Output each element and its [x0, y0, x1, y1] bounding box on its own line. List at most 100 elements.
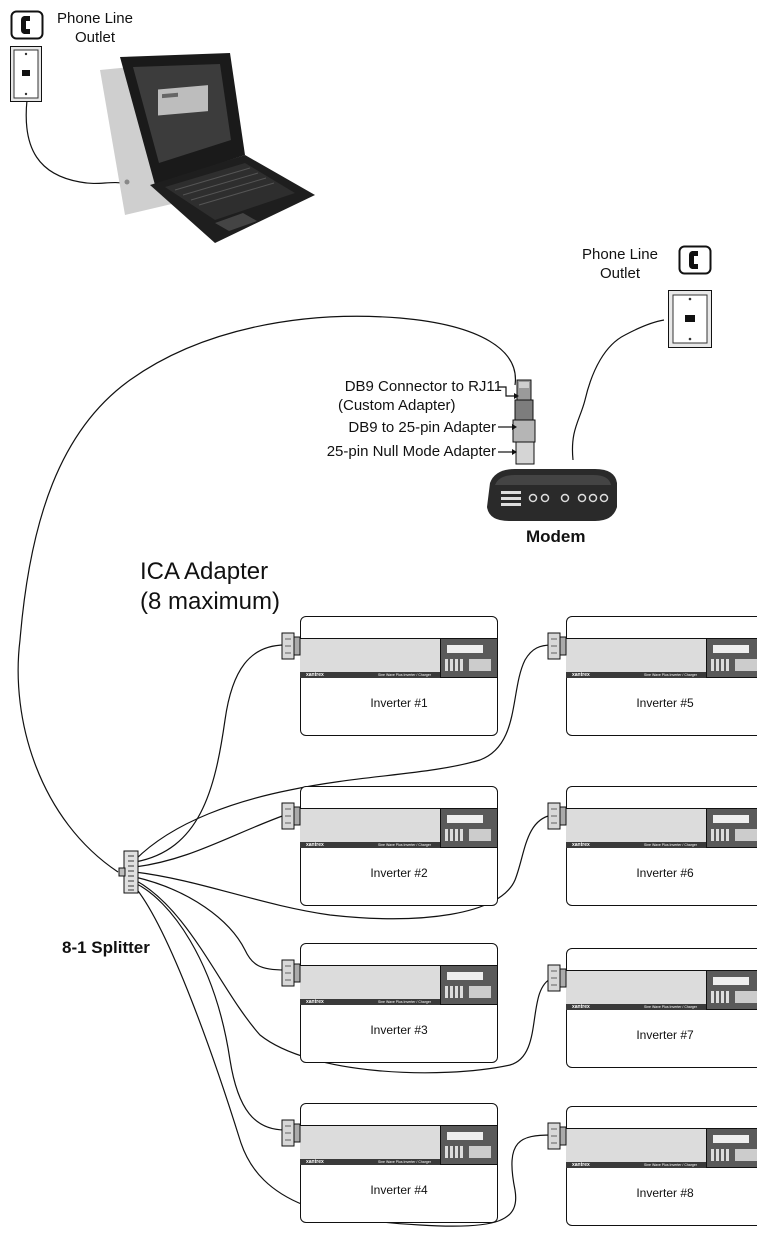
- cable-inv2: [134, 814, 286, 868]
- inverter-label: Inverter #7: [636, 1028, 694, 1042]
- inverter-strip: [566, 672, 757, 678]
- inverter-2: xantrex Sine Wave Plus Inverter / Charge…: [281, 786, 498, 906]
- inverter-keypad-2: [735, 1149, 757, 1161]
- ica-label: ICA Adapter (8 maximum): [140, 557, 280, 617]
- inverter-display: [713, 1135, 749, 1143]
- inverter-keypad: [711, 829, 731, 841]
- phone-jack-icon: [668, 290, 712, 348]
- phone-jack-top: [10, 46, 42, 102]
- outlet-label-right: Phone Line Outlet: [572, 245, 668, 283]
- inverter-keypad: [445, 1146, 465, 1158]
- inverter-label: Inverter #1: [370, 696, 428, 710]
- adapter-label-25pin: DB9 to 25-pin Adapter: [348, 419, 496, 436]
- inverter-4: xantrex Sine Wave Plus Inverter / Charge…: [281, 1103, 498, 1223]
- inverter-brand: xantrex: [306, 1159, 324, 1165]
- inverter-keypad: [445, 986, 465, 998]
- phone-cable-modem: [571, 319, 665, 461]
- db-connector-icon: [281, 802, 301, 830]
- inverter-control-panel: [706, 808, 757, 848]
- inverter-model: Sine Wave Plus Inverter / Charger: [644, 1005, 697, 1009]
- inverter-3: xantrex Sine Wave Plus Inverter / Charge…: [281, 943, 498, 1063]
- inverter-keypad-2: [735, 829, 757, 841]
- inverter-model: Sine Wave Plus Inverter / Charger: [378, 673, 431, 677]
- phone-cable-laptop: [25, 99, 129, 185]
- adapter-label-rj11: DB9 Connector to RJ11 (Custom Adapter): [330, 377, 502, 415]
- inverter-brand: xantrex: [306, 999, 324, 1005]
- inverter-brand: xantrex: [306, 842, 324, 848]
- adapter-label-rj11-line1: DB9 Connector to RJ11: [344, 378, 502, 395]
- splitter-icon: [118, 850, 139, 894]
- inverter-control-panel: [440, 1125, 498, 1165]
- inverter-model: Sine Wave Plus Inverter / Charger: [378, 1000, 431, 1004]
- inverter-strip: [300, 672, 498, 678]
- outlet-label-right-line1: Phone Line: [582, 246, 658, 263]
- inverter-strip: [566, 1162, 757, 1168]
- inverter-keypad-2: [735, 991, 757, 1003]
- db-connector-icon: [547, 1122, 567, 1150]
- adapter-arrows: [498, 386, 519, 455]
- phone-icon-top: [10, 10, 44, 40]
- ica-cable: [17, 315, 516, 873]
- inverter-control-panel: [706, 970, 757, 1010]
- inverter-keypad: [711, 1149, 731, 1161]
- inverter-display: [713, 645, 749, 653]
- inverter-keypad-2: [469, 659, 491, 671]
- inverter-keypad-2: [469, 986, 491, 998]
- modem-label: Modem: [526, 527, 586, 546]
- inverter-control-panel: [440, 965, 498, 1005]
- inverter-model: Sine Wave Plus Inverter / Charger: [644, 1163, 697, 1167]
- ica-label-line2: (8 maximum): [140, 588, 281, 615]
- splitter: [118, 850, 140, 894]
- inverter-label: Inverter #5: [636, 696, 694, 710]
- inverter-control-panel: [706, 638, 757, 678]
- db-connector-icon: [547, 802, 567, 830]
- db-connector-icon: [281, 632, 301, 660]
- phone-handset-icon: [678, 245, 712, 275]
- inverter-1: xantrex Sine Wave Plus Inverter / Charge…: [281, 616, 498, 736]
- db-connector-icon: [281, 959, 301, 987]
- outlet-label-top-line1: Phone Line: [57, 10, 133, 27]
- inverter-brand: xantrex: [572, 672, 590, 678]
- inverter-keypad-2: [469, 829, 491, 841]
- phone-icon-right: [678, 245, 712, 275]
- inverter-display: [713, 977, 749, 985]
- inverter-model: Sine Wave Plus Inverter / Charger: [644, 673, 697, 677]
- inverter-6: xantrex Sine Wave Plus Inverter / Charge…: [547, 786, 757, 906]
- inverter-brand: xantrex: [306, 672, 324, 678]
- db-connector-icon: [547, 632, 567, 660]
- inverter-label: Inverter #6: [636, 866, 694, 880]
- inverter-strip: [566, 842, 757, 848]
- adapter-label-nullmode: 25-pin Null Mode Adapter: [326, 443, 496, 460]
- inverter-control-panel: [440, 808, 498, 848]
- cable-inv6: [134, 814, 553, 920]
- inverter-brand: xantrex: [572, 842, 590, 848]
- inverter-brand: xantrex: [572, 1004, 590, 1010]
- inverter-model: Sine Wave Plus Inverter / Charger: [644, 843, 697, 847]
- inverter-display: [447, 815, 483, 823]
- phone-jack-icon: [10, 46, 42, 102]
- inverter-brand: xantrex: [572, 1162, 590, 1168]
- inverter-label: Inverter #3: [370, 1023, 428, 1037]
- splitter-label: 8-1 Splitter: [62, 938, 150, 957]
- cable-inv7: [134, 879, 553, 1074]
- ica-label-line1: ICA Adapter: [140, 558, 269, 585]
- inverter-display: [447, 972, 483, 980]
- inverter-strip: [300, 842, 498, 848]
- laptop-icon: [100, 53, 315, 243]
- inverter-7: xantrex Sine Wave Plus Inverter / Charge…: [547, 948, 757, 1068]
- laptop: [95, 45, 315, 245]
- modem: [485, 465, 620, 523]
- inverter-strip: [566, 1004, 757, 1010]
- db-connector-icon: [547, 964, 567, 992]
- inverter-8: xantrex Sine Wave Plus Inverter / Charge…: [547, 1106, 757, 1226]
- inverter-5: xantrex Sine Wave Plus Inverter / Charge…: [547, 616, 757, 736]
- inverter-label: Inverter #8: [636, 1186, 694, 1200]
- inverter-keypad: [445, 829, 465, 841]
- inverter-keypad-2: [735, 659, 757, 671]
- inverter-display: [447, 645, 483, 653]
- inverter-label: Inverter #4: [370, 1183, 428, 1197]
- inverter-control-panel: [440, 638, 498, 678]
- inverter-display: [713, 815, 749, 823]
